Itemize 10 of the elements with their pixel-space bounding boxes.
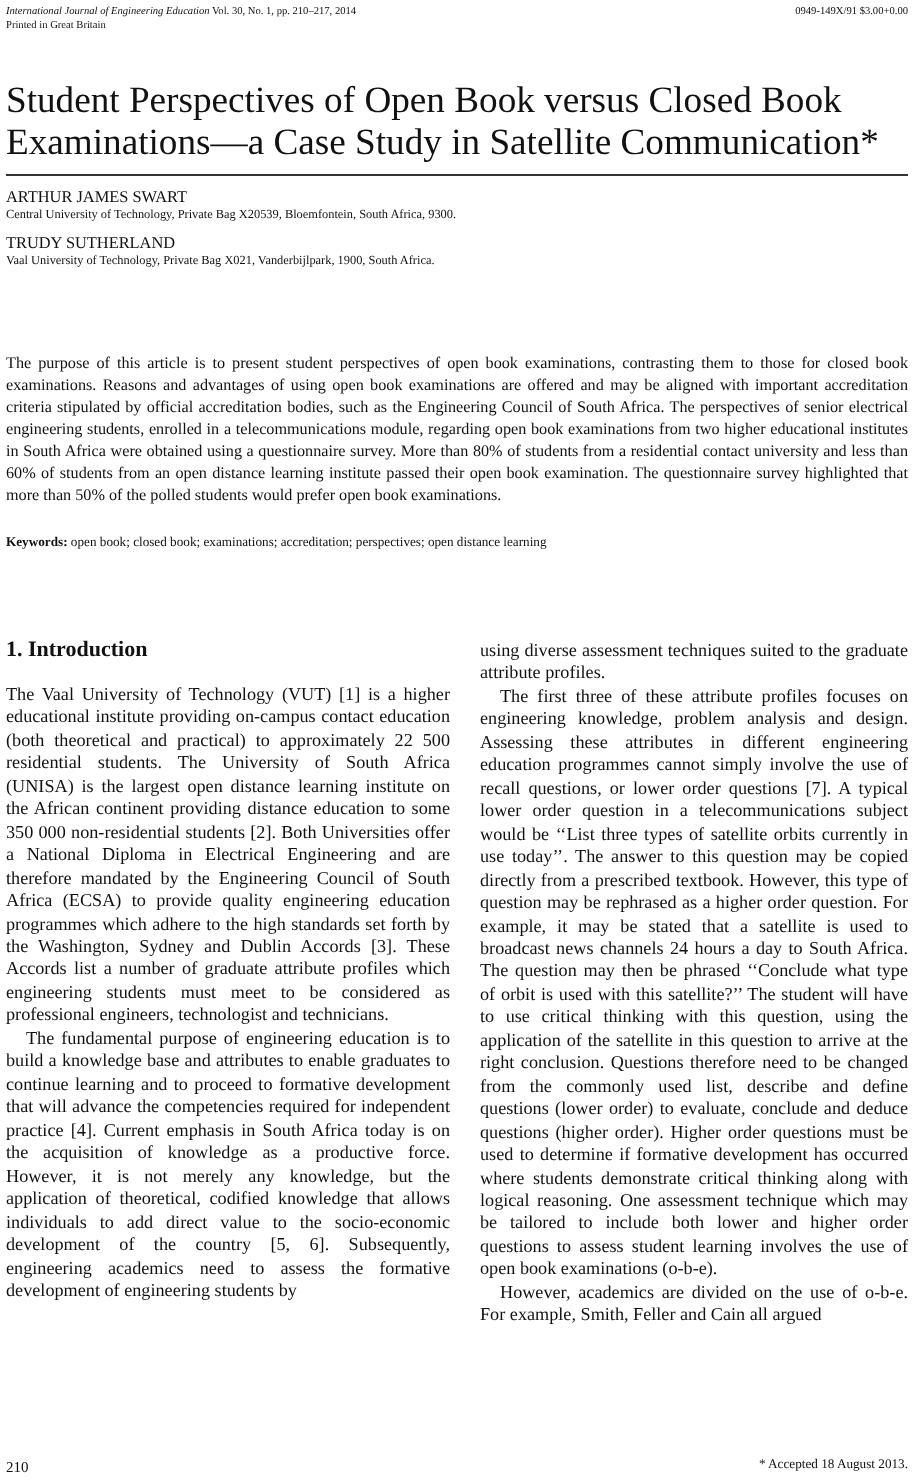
abstract-paragraph: The purpose of this article is to present student perspectives of open book examinations, contrasting them to those for closed book examinations. Reasons and advantages of using open book examinations are offered and may be aligned with important accreditation criteria stipulated by official accreditation bodies, such as the Engineering Council of South Africa. The perspectives of senior electrical engineering students, enrolled in a telecommunications module, regarding open book examinations from two higher educational institutes in South Africa were obtained using a questionnaire survey. More than 80% of students from a residential contact university and less than 60% of students from an open distance learning institute passed their open book examination. The questionnaire survey highlighted that more than 50% of the polled students would prefer open book examinations. — [6, 352, 908, 506]
body-paragraph: The fundamental purpose of engineering education is to build a knowledge base and attributes to enable graduates to continue learning and to proceed to formative development that will advance the competencies required for independent practice [4]. Current emphasis in South Africa today is on the acquisition of knowledge as a productive force. However, it is not merely any knowledge, but the application of theoretical, codified knowledge that allows individuals to add direct value to the socio-economic development of the country [5, 6]. Subsequently, engineering academics need to assess the formative development of engineering students by — [6, 1028, 450, 1303]
section-heading: 1. Introduction — [6, 638, 148, 662]
body-paragraph: using diverse assessment techniques suited to the graduate attribute profiles. — [480, 640, 908, 686]
author-name: ARTHUR JAMES SWART — [6, 188, 187, 206]
article-title: Student Perspectives of Open Book versus Closed Book Examinations—a Case Study in Satellite Communication* — [6, 80, 881, 164]
body-paragraph: However, academics are divided on the use of o-b-e. For example, Smith, Feller and Cain all argued — [480, 1282, 908, 1328]
body-paragraph: The Vaal University of Technology (VUT) [1] is a higher educational institute providing on-campus contact education (both theoretical and practical) to approximately 22 500 residential students. The University of South Africa (UNISA) is the largest open distance learning institute on the African continent providing distance education to some 350 000 non-residential students [2]. Both Universities offer a National Diploma in Electrical Engineering and are therefore mandated by the Engineering Council of South Africa (ECSA) to provide quality engineering education programmes which adhere to the high standards set forth by the Washington, Sydney and Dublin Accords [3]. These Accords list a number of graduate attribute profiles which engineering students must meet to be considered as professional engineers, technologist and technicians. — [6, 684, 450, 1028]
body-paragraph: The first three of these attribute profiles focuses on engineering knowledge, problem analysis and design. Assessing these attributes in different engineering education programmes cannot simply involve the use of recall questions, or lower order questions [7]. A typical lower order question in a telecommunications subject would be ‘‘List three types of satellite orbits currently in use today’’. The answer to this question may be copied directly from a prescribed textbook. However, this type of question may be rephrased as a higher order question. For example, it may be stated that a satellite is used to broadcast news channels 24 hours a day to South Africa. The question may then be phrased ‘‘Conclude what type of orbit is used with this satellite?’’ The student will have to use critical thinking with this question, using the application of the satellite in this question to arrive at the right conclusion. Questions therefore need to be changed from the commonly used list, describe and define questions (lower order) to evaluate, conclude and deduce questions (higher order). Higher order questions must be used to determine if formative development has occurred where students demonstrate critical thinking along with logical reasoning. One assessment technique which may be tailored to include both lower and higher order questions to assess student learning involves the use of open book examinations (o-b-e). — [480, 686, 908, 1282]
author-name: TRUDY SUTHERLAND — [6, 234, 176, 252]
